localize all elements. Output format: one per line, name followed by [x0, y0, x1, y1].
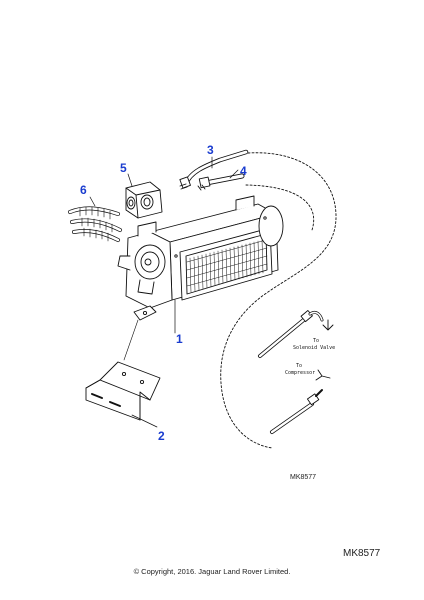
- arrow-to-solenoid: [322, 319, 334, 331]
- leader-line-5: [127, 173, 133, 187]
- part-2-bracket: [85, 361, 161, 421]
- copyright-notice: © Copyright, 2016. Jaguar Land Rover Lim…: [133, 567, 291, 576]
- callout-6: 6: [80, 183, 87, 197]
- callout-5: 5: [120, 161, 127, 175]
- bracket-alignment-line: [123, 319, 139, 361]
- compressor-pipe: [270, 389, 323, 434]
- drawing-reference-large: MK8577: [343, 548, 381, 559]
- callout-2: 2: [158, 429, 165, 443]
- solenoid-valve-label: Solenoid Valve: [293, 345, 335, 351]
- part-1-evaporator-unit: [117, 195, 284, 321]
- callout-3: 3: [207, 143, 214, 157]
- hose-routing-dashed-line: [220, 152, 337, 449]
- leader-line-6: [89, 196, 96, 207]
- part-3-hose: [179, 149, 249, 190]
- callout-4: 4: [240, 164, 247, 178]
- arrow-to-compressor: [315, 369, 331, 381]
- leader-line-4: [229, 169, 239, 179]
- compressor-label: Compressor: [285, 370, 315, 376]
- solenoid-to-label: To: [313, 338, 319, 344]
- callout-1: 1: [176, 332, 183, 346]
- solenoid-valve-pipe: [258, 310, 324, 358]
- part-6-drain-pipes: [68, 206, 122, 242]
- part-4-hose: [197, 173, 245, 191]
- part-5-grommet: [125, 181, 163, 219]
- drawing-reference-small: MK8577: [290, 474, 317, 481]
- hose-routing-dashed-line-2: [245, 184, 315, 231]
- leader-line-2: [131, 414, 158, 428]
- compressor-to-label: To: [296, 363, 302, 369]
